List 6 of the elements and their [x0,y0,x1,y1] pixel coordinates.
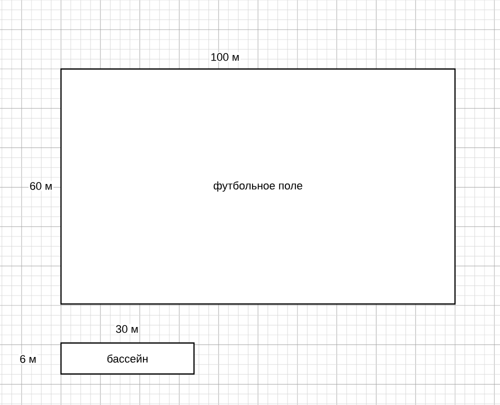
dimension-label: 30 м [114,324,140,334]
dimension-label: 60 м [28,181,54,191]
pool-rectangle: бассейн [60,342,195,375]
field-rectangle: футбольное поле [60,68,456,305]
dimension-label: 100 м [210,52,240,62]
dimension-label: 6 м [18,354,38,364]
